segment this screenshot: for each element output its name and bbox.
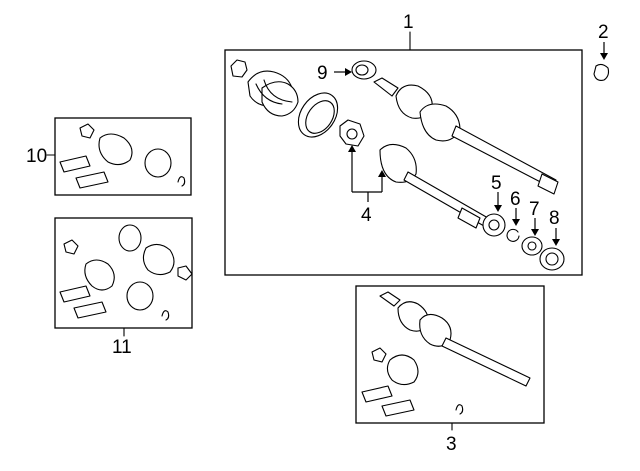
part-8-bore	[545, 252, 559, 266]
outer-boot-kit	[230, 59, 339, 138]
kit-10-box	[54, 117, 192, 196]
large-boot-ring	[297, 92, 339, 138]
kit-10-pin	[177, 176, 186, 187]
kit-10-clamp	[79, 123, 95, 139]
assembly-3-clamp	[371, 347, 387, 363]
assembly-3-group: 3	[355, 285, 545, 455]
upper-axle-shaft	[373, 77, 559, 195]
assembly-3-pin	[455, 404, 464, 415]
callout-4-bracket	[348, 145, 386, 202]
assembly-3-stub	[379, 291, 401, 307]
kit-11-ring	[118, 224, 142, 252]
part-5-bearing	[482, 213, 506, 237]
kit-11-seal	[126, 281, 154, 311]
kit-11-group: 11	[54, 217, 193, 358]
callout-8-label: 8	[549, 208, 560, 229]
kit-10-grease-1	[59, 155, 91, 173]
bearing-9	[334, 60, 377, 80]
part-7-bore	[527, 241, 537, 251]
callout-4-right-head	[378, 170, 386, 177]
part-8-seal	[539, 247, 565, 271]
upper-shaft-spline	[537, 173, 559, 195]
lower-axle-shaft	[379, 143, 489, 229]
part-5-bore	[488, 219, 500, 231]
kit-11-end	[177, 265, 193, 281]
flange-bearing	[339, 119, 365, 147]
upper-shaft-stub	[373, 77, 399, 97]
callout-4-label: 4	[361, 205, 372, 226]
kit-11-grease-2	[73, 301, 107, 319]
part-2-clip-group: 2	[593, 22, 610, 81]
callout-6-label: 6	[510, 189, 521, 210]
lower-shaft-spline	[457, 207, 481, 229]
kit-10-ring	[144, 148, 172, 178]
kit-10-boot	[98, 133, 133, 166]
callout-6-arrowhead	[512, 219, 520, 226]
flange-hole	[346, 128, 358, 140]
boot-rib-2	[263, 79, 293, 103]
callout-8-arrowhead	[552, 239, 560, 246]
callout-5-label: 5	[491, 173, 502, 194]
callout-3-label: 3	[446, 434, 457, 455]
kit-10-grease-2	[75, 171, 109, 189]
callout-10-label: 10	[26, 146, 47, 167]
kit-11-clamp	[63, 239, 79, 255]
boot-rib-1	[255, 83, 283, 105]
assembly-3-grease-2	[381, 399, 415, 417]
callout-2-label: 2	[598, 22, 609, 43]
kit-10-group: 10	[26, 117, 192, 196]
main-assembly-group: 1 9 4 5 6 7 8	[224, 12, 583, 276]
bearing-9-outer	[351, 60, 377, 80]
flange-plate	[339, 119, 365, 147]
kit-11-boot-small	[84, 259, 115, 291]
callout-4-left-head	[348, 145, 356, 152]
part-6-snap-ring	[506, 228, 520, 242]
assembly-3-grease-1	[361, 385, 393, 403]
kit-11-pin	[161, 310, 170, 321]
callout-2-arrowhead	[600, 53, 608, 60]
kit-11-boot-large	[142, 243, 175, 276]
kit-11-grease-1	[59, 285, 91, 303]
callout-9-arrowhead	[345, 68, 352, 76]
part-2-clip	[593, 63, 610, 81]
main-assembly-box	[224, 49, 583, 276]
callout-5-arrowhead	[494, 205, 502, 212]
boot-clamp-small	[230, 59, 248, 78]
callout-1-label: 1	[403, 12, 414, 33]
bearing-9-inner	[355, 64, 369, 76]
assembly-3-shaft	[441, 337, 531, 387]
assembly-3-box	[355, 285, 545, 424]
small-parts-5-8	[482, 192, 565, 271]
callout-11-label: 11	[112, 337, 132, 358]
callout-7-label: 7	[529, 199, 540, 220]
assembly-3-boot-kit	[386, 354, 419, 386]
part-7-washer	[521, 236, 543, 256]
large-boot-ring-inner	[305, 100, 335, 134]
callout-7-arrowhead	[531, 229, 539, 236]
callout-9-label: 9	[317, 63, 328, 84]
